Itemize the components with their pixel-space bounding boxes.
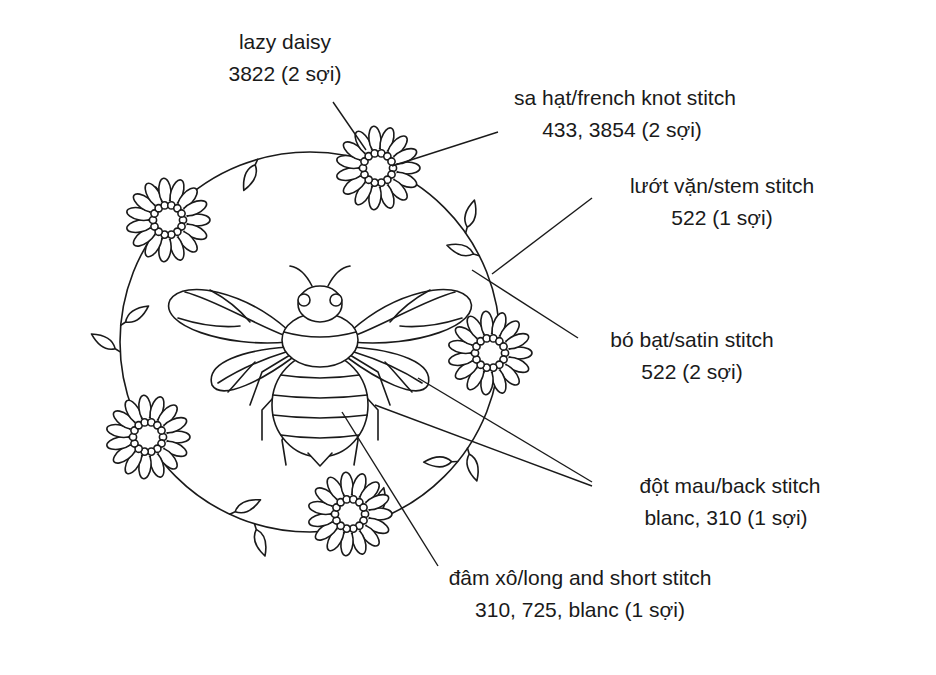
stitch-label: 522 (1 sợi) — [671, 206, 772, 230]
stitch-label: 522 (2 sợi) — [641, 360, 742, 384]
stitch-label: 3822 (2 sợi) — [229, 62, 342, 86]
stem-ring — [120, 152, 500, 532]
daisy-flower — [126, 178, 210, 263]
stitch-label: sa hạt/french knot stitch — [514, 86, 736, 110]
leaf — [463, 447, 482, 482]
leaf — [228, 495, 263, 518]
daisy-flower — [308, 472, 392, 557]
stitch-label: lazy daisy — [239, 30, 331, 54]
leaf — [239, 157, 262, 192]
daisy-flower — [448, 311, 532, 396]
leaf — [89, 330, 123, 356]
stitch-label: 433, 3854 (2 sợi) — [542, 118, 702, 142]
stitch-label: đâm xô/long and short stitch — [449, 566, 712, 590]
daisy-flower — [336, 126, 420, 211]
stitch-label: lướt vặn/stem stitch — [630, 174, 814, 198]
stitch-label: blanc, 310 (1 sợi) — [644, 506, 807, 530]
leader-line — [342, 412, 438, 566]
leader-line — [472, 270, 578, 338]
leader-line — [418, 378, 592, 482]
daisy-flower — [106, 395, 190, 480]
leaf — [445, 240, 480, 260]
leader-line — [492, 198, 592, 274]
bee — [169, 266, 472, 466]
leaf — [424, 457, 458, 468]
stitch-label: 310, 725, blanc (1 sợi) — [475, 598, 685, 622]
stitch-label: đột mau/back stitch — [640, 474, 821, 498]
leaf — [461, 199, 479, 234]
stitch-label: bó bạt/satin stitch — [610, 328, 773, 352]
leader-line — [375, 405, 592, 486]
leader-line — [392, 132, 498, 166]
leader-line — [333, 102, 366, 150]
leaf — [250, 522, 270, 557]
leaf — [118, 302, 152, 330]
